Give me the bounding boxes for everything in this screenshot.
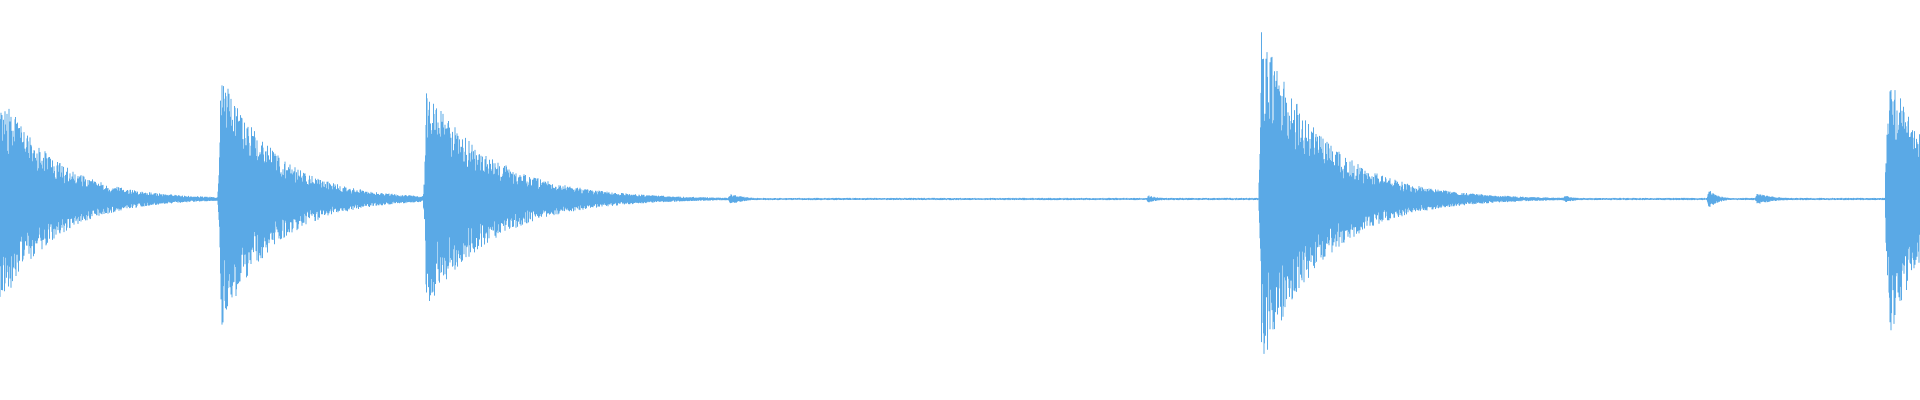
waveform-trace bbox=[0, 32, 1920, 354]
